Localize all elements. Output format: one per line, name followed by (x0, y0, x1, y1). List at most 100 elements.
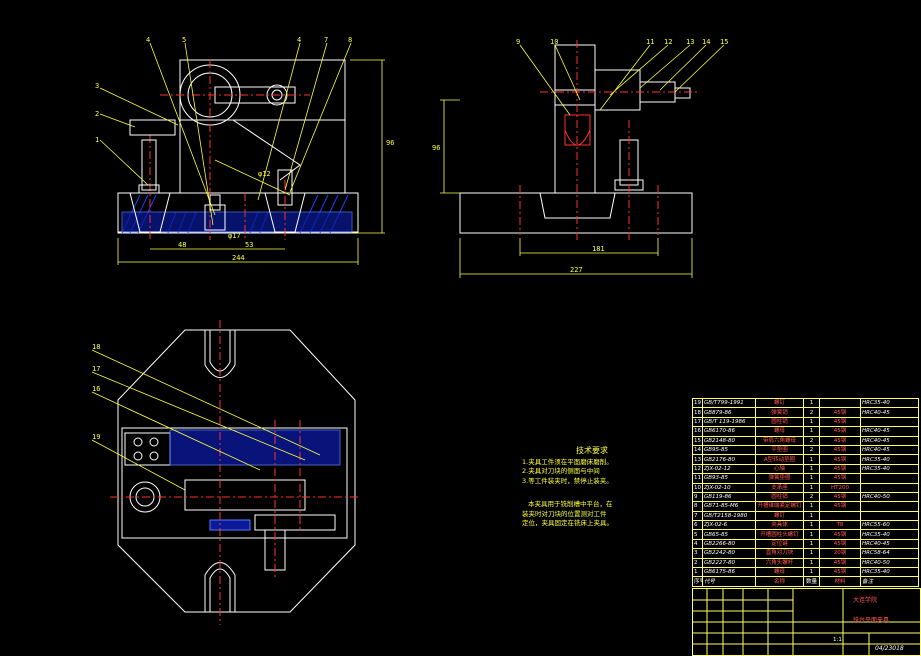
bom-cell-qty: 1 (803, 548, 820, 559)
bom-cell-name: 六角头螺杆 (755, 557, 804, 569)
bom-cell-note: HRC40-45 (860, 444, 919, 456)
bom-cell-note: HRC40-45 (860, 538, 919, 550)
bom-cell-note (860, 473, 919, 484)
bom-cell-note: HRC40-50 (860, 557, 919, 569)
bom-cell-qty: 2 (803, 491, 820, 503)
bom-cell-qty: 2 (803, 444, 820, 456)
bom-cell-note: HRC58-64 (860, 548, 919, 559)
bom-cell-no: 17 (692, 416, 703, 428)
bom-cell-note (860, 416, 919, 428)
bom-cell-name: 弹簧垫圈 (755, 473, 804, 484)
tech-title: 技术要求 (576, 446, 608, 455)
bom-cell-no: 8 (692, 501, 703, 512)
bom-cell-mat: 45钢 (819, 454, 861, 465)
bom-cell-no: 19 (692, 397, 703, 409)
bom-cell-qty: 1 (803, 567, 820, 578)
bom-cell-no: 1 (692, 567, 703, 578)
bom-cell-mat: 45钢 (819, 444, 861, 456)
bom-cell-name: 开槽圆柱头螺钉 (755, 529, 804, 540)
bom-cell-name: 带肩六角螺母 (755, 435, 804, 446)
dim-181: 181 (592, 245, 605, 253)
bom-cell-qty: 2 (803, 407, 820, 418)
bom-cell-mat: HT200 (819, 482, 861, 493)
bom-cell-no: 2 (692, 557, 703, 569)
drawing-number: 04/23018 (875, 645, 904, 652)
side-view: 9 10 11 12 13 14 15 181 227 96 (432, 38, 728, 278)
bom-cell-note: HRC35-40 (860, 463, 919, 475)
bom-cell-mat: 45钢 (819, 529, 861, 540)
bom-cell-name: 弹簧销 (755, 407, 804, 418)
bom-cell-code: GB93-85 (702, 473, 756, 484)
school-name: 大连学院 (853, 597, 878, 604)
balloon-4b: 4 (297, 36, 301, 44)
bom-header-code: 代号 (702, 576, 756, 587)
bom-cell-code: GB2266-80 (702, 538, 756, 550)
bom-cell-note: HRC40-45 (860, 435, 919, 446)
balloon-1: 1 (95, 136, 99, 144)
bom-cell-qty: 1 (803, 538, 820, 550)
bom-cell-mat: 45钢 (819, 538, 861, 550)
bom-cell-qty: 1 (803, 463, 820, 475)
balloon-17: 17 (92, 365, 100, 373)
tech-line-2: 2.夹具对刀块的侧面与中间 (522, 467, 600, 475)
bom-cell-name: 直角对刀块 (755, 548, 804, 559)
balloon-19: 19 (92, 433, 100, 441)
bom-cell-qty: 1 (803, 510, 820, 522)
bom-cell-name: 夹具体 (755, 520, 804, 531)
balloon-12: 12 (664, 38, 672, 46)
bom-cell-qty: 1 (803, 426, 820, 437)
bom-cell-qty: 1 (803, 482, 820, 493)
tech-line-1: 1.夹具工件须在平面磨床磨削。 (522, 457, 613, 466)
bom-cell-code: GB/T799-1991 (702, 397, 756, 409)
balloon-11: 11 (646, 38, 654, 46)
bom-cell-code: GB95-85 (702, 444, 756, 456)
bom-cell-mat: 45钢 (819, 501, 861, 512)
bom-cell-note: HRC40-50 (860, 491, 919, 503)
bom-cell-mat: 45钢 (819, 407, 861, 418)
bom-cell-qty: 1 (803, 501, 820, 512)
bom-cell-code: GB/T2158-1980 (702, 510, 756, 522)
bom-header-row: 序号代号名称数量材料备注 (692, 576, 919, 587)
bom-cell-name: 平垫圈 (755, 444, 804, 456)
bom-cell-code: GB2227-80 (702, 557, 756, 569)
drawing-name: 铣台平面夹具 (853, 617, 890, 624)
bom-header-no: 序号 (692, 576, 703, 587)
bom-cell-name: 螺母 (755, 426, 804, 437)
bom-cell-qty: 1 (803, 557, 820, 569)
bom-cell-name: 螺钉 (755, 397, 804, 409)
bom-cell-qty: 1 (803, 416, 820, 428)
bom-cell-name: 螺钉 (755, 510, 804, 522)
bom-cell-no: 11 (692, 473, 703, 484)
balloon-16: 16 (92, 385, 100, 393)
bom-cell-mat (819, 510, 861, 522)
dim-53: 53 (245, 241, 253, 249)
dim-phi17: φ17 (228, 232, 241, 240)
bom-cell-name: 圆柱销 (755, 491, 804, 503)
bom-cell-code: ZJX-02-10 (702, 482, 756, 493)
bom-cell-mat: 45钢 (819, 491, 861, 503)
bom-cell-note (860, 501, 919, 512)
bom-cell-note: HRC35-40 (860, 529, 919, 540)
bom-header-note: 备注 (860, 576, 919, 587)
balloon-4a: 4 (146, 36, 150, 44)
bom-cell-no: 15 (692, 435, 703, 446)
bom-cell-no: 16 (692, 426, 703, 437)
tech-note-1: 本夹具用于铣削槽中平台，在 (528, 500, 613, 508)
bom-cell-note: HRC35-40 (860, 567, 919, 578)
bom-cell-code: GB/T 119-1986 (702, 416, 756, 428)
bom-cell-code: GB2176-80 (702, 454, 756, 465)
bom-cell-mat: 45钢 (819, 557, 861, 569)
bom-cell-note (860, 482, 919, 493)
balloon-15: 15 (720, 38, 728, 46)
bom-cell-qty: 1 (803, 520, 820, 531)
